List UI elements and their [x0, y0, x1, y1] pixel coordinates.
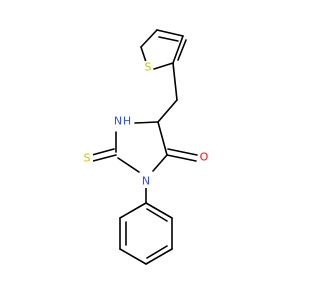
bond-c2-n3: [117, 157, 140, 173]
atom-label-thiophene-s: S: [143, 61, 153, 74]
atom-label-thione-s: S: [81, 152, 93, 165]
bond-ph-4-5: [145, 248, 173, 265]
carbonyl-group: [166, 148, 198, 162]
structure-canvas: S N H S N O: [81, 29, 210, 265]
bond-thiophene-c3-c4: [156, 29, 184, 37]
thiophene-s-label: S: [145, 61, 152, 74]
bond-c2-ch: [172, 62, 178, 101]
thione-s-label: S: [84, 152, 91, 165]
atom-label-carbonyl-o: O: [198, 151, 210, 164]
bond-c-o-double-b: [167, 148, 198, 156]
bond-ph-inner-b: [146, 245, 168, 259]
bond-c4-c5: [157, 121, 168, 156]
thione-group: [91, 148, 117, 162]
bond-ph-inner-c: [146, 208, 168, 222]
nh-h-label: H: [123, 115, 131, 128]
bond-c-s-double-a: [92, 154, 117, 162]
bond-thiophene-c4-c5: [140, 29, 158, 48]
methylidene-bridge: [157, 62, 178, 123]
n-phenyl-label: N: [142, 175, 150, 188]
bond-thiophene-s-c2: [153, 62, 174, 70]
atom-label-nh: N H: [110, 115, 134, 128]
nh-n-label: N: [114, 115, 122, 128]
bond-thiophene-c3-c4-double: [158, 36, 179, 42]
thiophene-ring: [140, 29, 187, 70]
bond-ph-3-4: [119, 248, 147, 265]
bond-c-o-double-a: [166, 154, 197, 162]
bond-thiophene-c5-s: [140, 46, 147, 63]
carbonyl-o-label: O: [200, 151, 209, 164]
bond-ch-c5-ring: [157, 99, 178, 123]
imidazolidine-ring: [115, 121, 168, 173]
bond-thiophene-c2-c3: [172, 35, 184, 64]
bond-ph-6-1: [145, 202, 173, 219]
molecule-drawing: S N H S N O: [81, 29, 210, 265]
phenyl-ring: [119, 202, 173, 265]
bond-thiophene-c2-double: [177, 39, 187, 61]
bond-c-s-double-b: [91, 148, 115, 156]
bond-n3-c4: [152, 154, 168, 172]
atom-label-n-phenyl: N: [140, 175, 152, 188]
bond-c5-n1: [134, 121, 159, 124]
bond-ph-1-2: [119, 202, 147, 219]
